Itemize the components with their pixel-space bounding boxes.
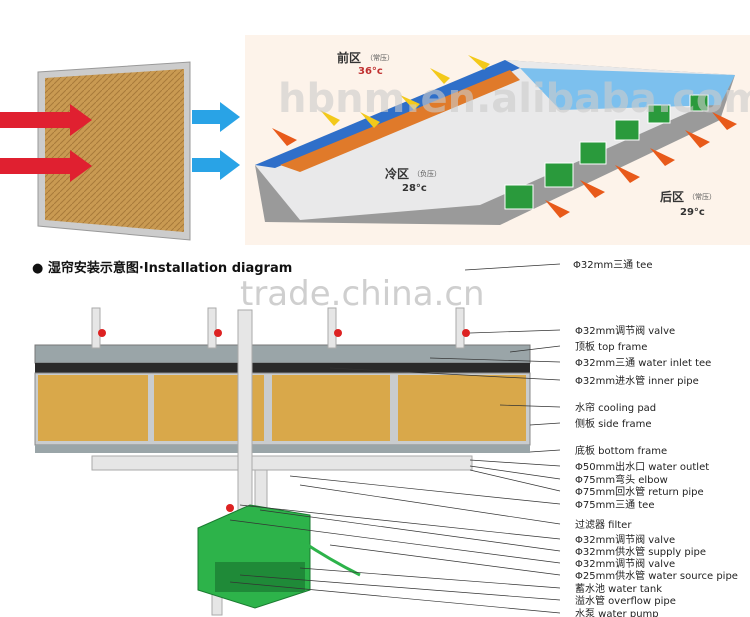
leader-line	[529, 449, 561, 453]
greenhouse-illustration	[245, 35, 750, 245]
exhaust-arrows	[272, 112, 737, 218]
red-arrow-icon	[0, 150, 92, 182]
leader-line	[469, 329, 561, 334]
leader-line	[229, 581, 561, 614]
leader-line	[469, 459, 561, 467]
part-label: Φ32mm调节阀 valve	[575, 324, 675, 337]
leader-lines	[229, 263, 561, 614]
front-zone-pressure: （常压）	[366, 53, 394, 62]
leader-line	[469, 465, 561, 480]
part-label: 蓄水池 water tank	[575, 582, 662, 595]
rear-zone-label: 后区	[660, 189, 684, 204]
part-label: 顶板 top frame	[575, 340, 647, 353]
part-label: 溢水管 overflow pipe	[575, 594, 676, 607]
pipes	[91, 307, 473, 616]
water-tank	[197, 504, 361, 609]
front-zone-label: 前区	[337, 50, 361, 65]
leader-line	[329, 544, 561, 576]
part-label: Φ32mm三通 water inlet tee	[575, 357, 711, 369]
part-label: Φ25mm供水管 water source pipe	[575, 569, 738, 582]
leader-line	[509, 345, 561, 353]
part-label: Φ32mm供水管 supply pipe	[575, 545, 706, 558]
hot-air-arrows	[320, 55, 490, 128]
cooling-pad-panel	[37, 61, 191, 241]
valve-icons	[98, 329, 470, 512]
leader-line	[229, 519, 561, 564]
part-label: 水泵 water pump	[575, 608, 659, 617]
cool-zone-pressure: （负压）	[413, 169, 441, 178]
blue-arrow-icon	[192, 102, 240, 132]
part-label: Φ32mm三通 tee	[573, 259, 652, 271]
part-label: Φ32mm调节阀 valve	[575, 557, 675, 570]
rear-zone-temp: 29°c	[680, 207, 705, 218]
part-label: Φ75mm弯头 elbow	[575, 473, 668, 486]
watermark: hbnm.en.alibaba.com	[278, 76, 750, 122]
front-zone-temp: 36°c	[358, 66, 383, 77]
leader-line	[429, 357, 561, 363]
part-label: Φ32mm调节阀 valve	[575, 533, 675, 546]
cool-zone-temp: 28°c	[402, 183, 427, 194]
leader-line	[299, 567, 561, 589]
cooling-pad-wall	[34, 344, 531, 453]
cool-zone-label: 冷区	[385, 166, 409, 181]
part-label: Φ32mm进水管 inner pipe	[575, 374, 699, 387]
part-label: 侧板 side frame	[575, 417, 652, 430]
leader-line	[329, 367, 561, 381]
part-label: Φ75mm三通 tee	[575, 499, 654, 511]
leader-line	[259, 509, 561, 552]
leader-line	[299, 484, 561, 525]
part-label: 底板 bottom frame	[575, 444, 667, 457]
part-label: 过滤器 filter	[575, 518, 632, 531]
installation-title: ● 湿帘安装示意图·Installation diagram	[32, 260, 292, 276]
part-label: 水帘 cooling pad	[575, 401, 656, 414]
leader-line	[239, 504, 561, 540]
leader-line	[469, 469, 561, 492]
leader-line	[499, 404, 561, 408]
part-label: Φ75mm回水管 return pipe	[575, 485, 704, 498]
red-arrow-icon	[0, 104, 92, 136]
part-label: Φ50mm出水口 water outlet	[575, 460, 709, 473]
blue-arrow-icon	[192, 150, 240, 180]
leader-line	[529, 422, 561, 426]
leader-line	[464, 263, 561, 271]
leader-line	[289, 475, 561, 505]
watermark: trade.china.cn	[240, 274, 485, 314]
leader-line	[239, 574, 561, 601]
rear-zone-pressure: （常压）	[688, 192, 716, 201]
